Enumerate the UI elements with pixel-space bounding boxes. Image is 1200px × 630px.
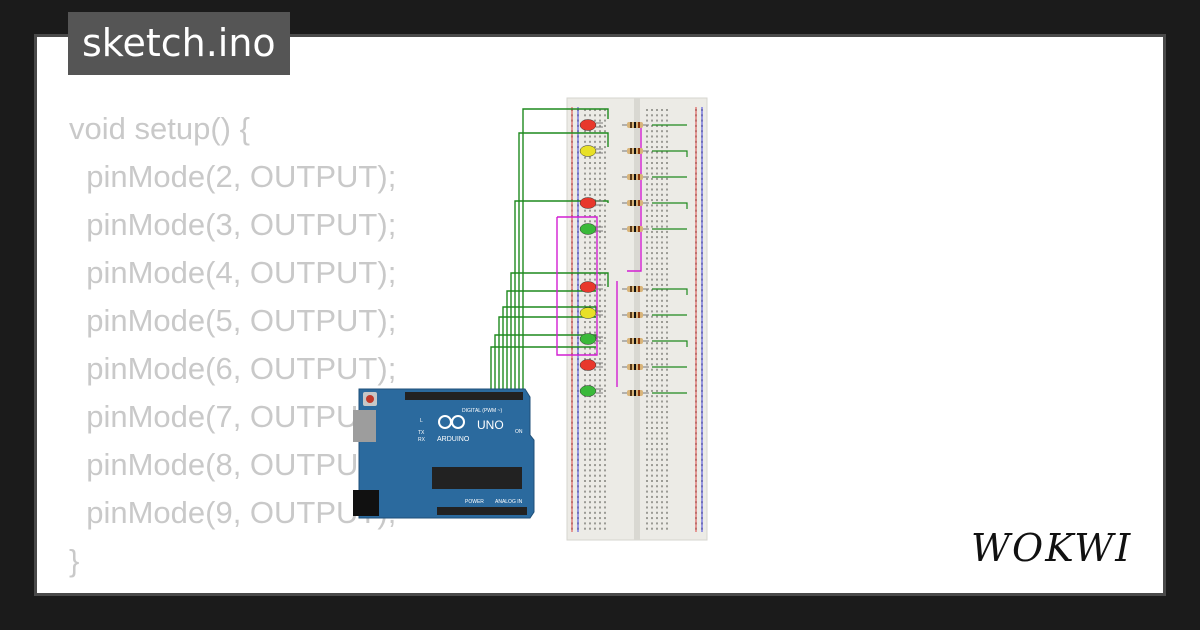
led-green-icon[interactable] (579, 385, 603, 397)
resistor-icon[interactable] (622, 148, 649, 154)
code-line: pinMode(6, OUTPUT); (69, 351, 397, 386)
resistor-icon[interactable] (622, 174, 649, 180)
led-yellow-icon[interactable] (579, 145, 603, 157)
code-line: void loop() { (69, 585, 396, 593)
reset-button-icon (366, 395, 374, 403)
code-line: void setup() { (69, 111, 250, 146)
led-red-icon[interactable] (579, 197, 603, 209)
arduino-uno-board: ARDUINO UNO DIGITAL (PWM ~) POWER ANALOG… (353, 388, 535, 519)
resistor-icon[interactable] (622, 226, 649, 232)
resistor-icon[interactable] (622, 390, 649, 396)
code-line: pinMode(8, OUTPUT); (69, 447, 397, 482)
model-label: UNO (477, 418, 504, 432)
led-red-icon[interactable] (579, 359, 603, 371)
wires-right-green (652, 124, 688, 394)
circuit-diagram: ARDUINO UNO DIGITAL (PWM ~) POWER ANALOG… (353, 97, 708, 541)
led-red-icon[interactable] (579, 281, 603, 293)
resistor-icon[interactable] (622, 312, 649, 318)
power-jack-icon (353, 490, 379, 516)
resistor-icon[interactable] (622, 122, 649, 128)
breadboard (566, 97, 708, 541)
code-preview: void setup() { pinMode(2, OUTPUT); pinMo… (69, 105, 397, 593)
led-green-icon[interactable] (579, 223, 603, 235)
led-red-icon[interactable] (579, 119, 603, 131)
digital-header-label: DIGITAL (PWM ~) (462, 408, 502, 414)
resistor-icon[interactable] (622, 364, 649, 370)
svg-text:WOKWI: WOKWI (971, 527, 1132, 570)
resistors (622, 122, 649, 396)
leds (579, 119, 603, 397)
led-yellow-icon[interactable] (579, 307, 603, 319)
brand-label: ARDUINO (437, 436, 470, 443)
code-line: } (69, 543, 80, 578)
code-line: pinMode(2, OUTPUT); (69, 159, 397, 194)
project-preview-card: void setup() { pinMode(2, OUTPUT); pinMo… (34, 34, 1166, 596)
resistor-icon[interactable] (622, 338, 649, 344)
sketch-tab-title[interactable]: sketch.ino (68, 12, 290, 75)
power-header-label: POWER (465, 499, 484, 505)
code-line: pinMode(3, OUTPUT); (69, 207, 397, 242)
usb-port-icon (353, 410, 376, 442)
led-green-icon[interactable] (579, 333, 603, 345)
code-line: pinMode(9, OUTPUT); (69, 495, 397, 530)
code-line: pinMode(4, OUTPUT); (69, 255, 397, 290)
wokwi-logo-icon[interactable]: WOKWI (971, 527, 1141, 571)
resistor-icon[interactable] (622, 200, 649, 206)
tx-label: TX (418, 430, 425, 436)
code-line: pinMode(5, OUTPUT); (69, 303, 397, 338)
resistor-icon[interactable] (622, 286, 649, 292)
atmega-chip (432, 467, 522, 489)
on-label: ON (515, 429, 523, 435)
l-label: L (420, 418, 423, 424)
code-line: pinMode(7, OUTPUT); (69, 399, 397, 434)
analog-header-label: ANALOG IN (495, 499, 523, 505)
rx-label: RX (418, 437, 426, 443)
arduino-logo-icon (438, 415, 465, 429)
